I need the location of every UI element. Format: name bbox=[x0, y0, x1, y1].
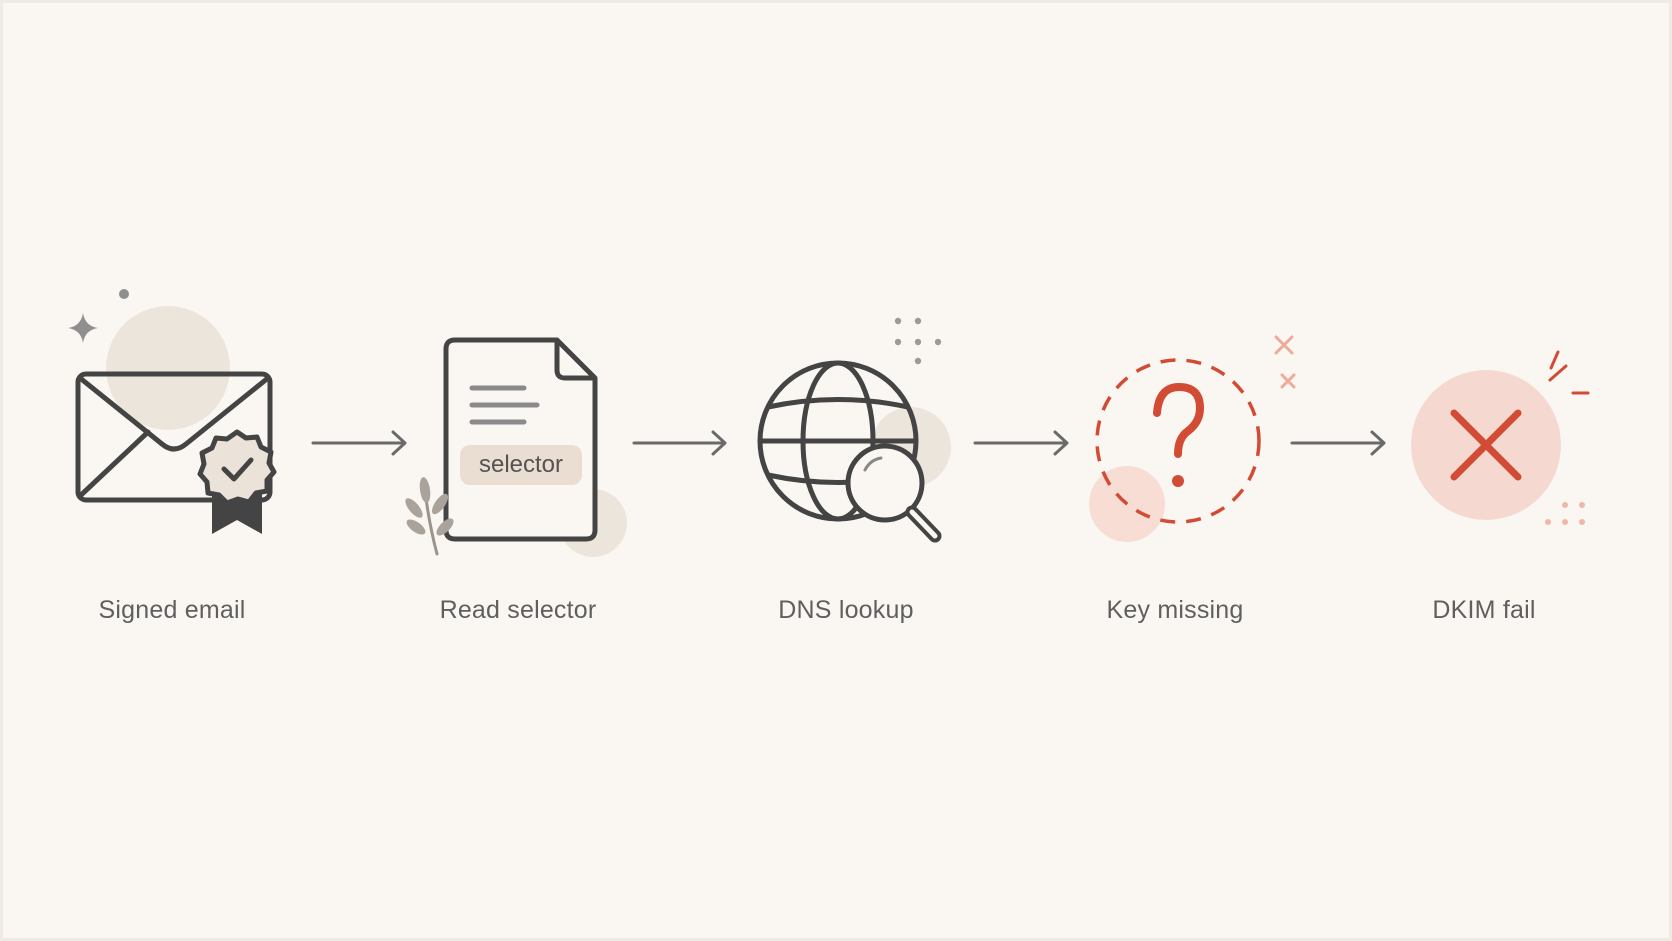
question-mark-icon bbox=[1089, 335, 1296, 542]
globe-search-icon bbox=[757, 317, 951, 543]
dot-grid-decoration bbox=[1545, 502, 1585, 525]
envelope-with-seal-icon bbox=[68, 289, 277, 534]
step-label-dns-lookup: DNS lookup bbox=[778, 596, 914, 624]
arrow-2 bbox=[632, 430, 727, 456]
small-x-decoration bbox=[1274, 335, 1296, 389]
document-icon bbox=[405, 337, 627, 557]
step-label-key-missing: Key missing bbox=[1106, 596, 1244, 624]
arrow-1 bbox=[311, 430, 407, 456]
step-label-read-selector: Read selector bbox=[439, 596, 597, 624]
leaf-sprig-icon bbox=[405, 477, 454, 556]
arrow-4 bbox=[1290, 430, 1386, 456]
selector-chip bbox=[460, 445, 582, 485]
x-fail-icon bbox=[1411, 350, 1590, 525]
selector-chip-label: selector bbox=[478, 451, 564, 478]
step-label-signed-email: Signed email bbox=[98, 596, 246, 624]
step-label-dkim-fail: DKIM fail bbox=[1432, 596, 1536, 624]
arrow-3 bbox=[973, 430, 1069, 456]
dot-grid-decoration bbox=[894, 317, 942, 365]
burst-decoration bbox=[1548, 350, 1590, 395]
